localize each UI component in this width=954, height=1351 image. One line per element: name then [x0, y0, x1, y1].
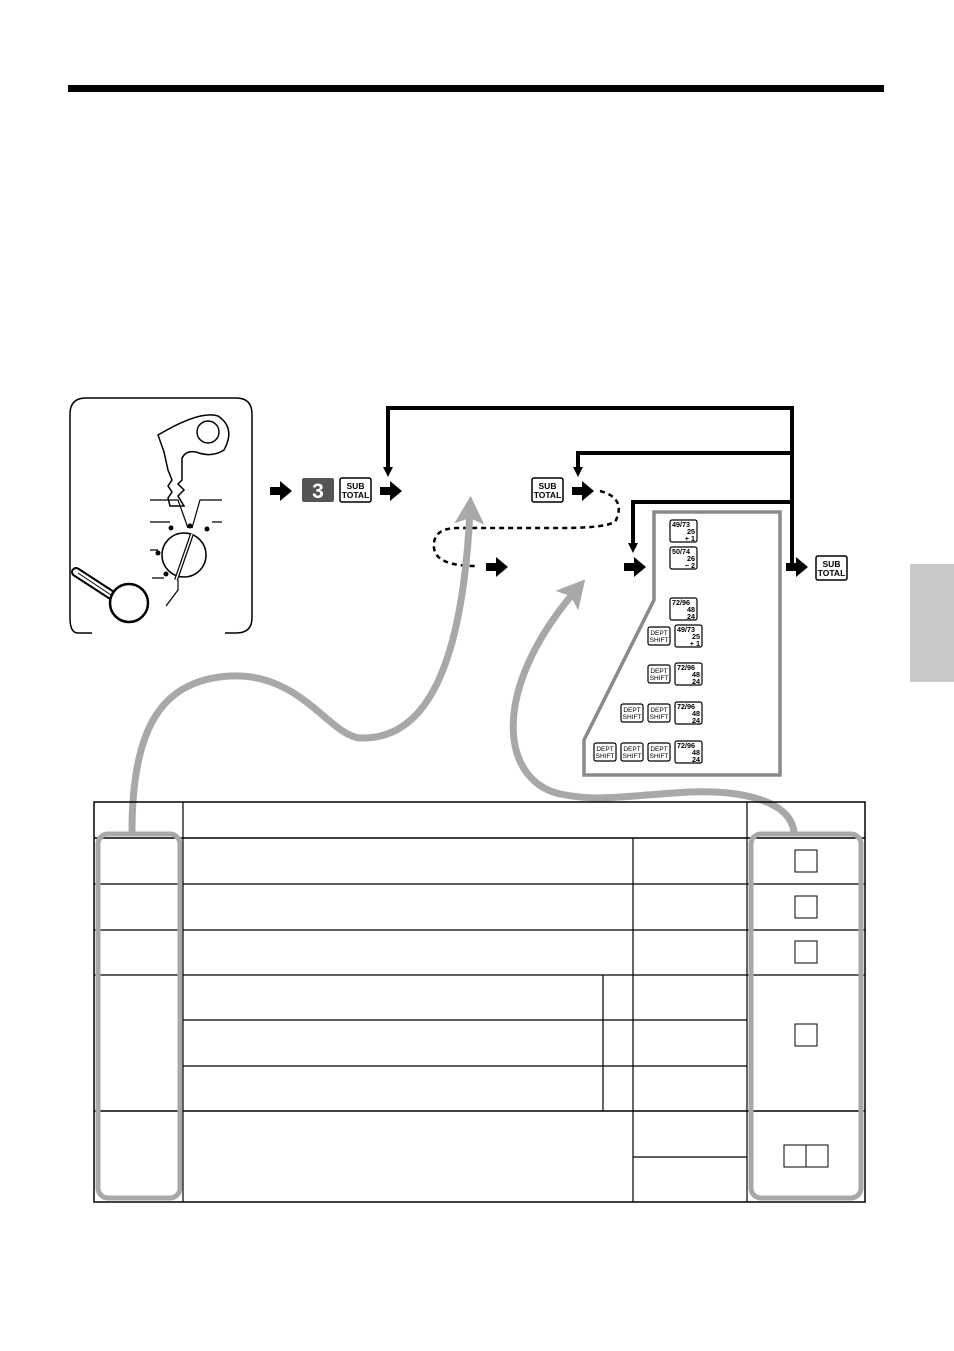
- code-boxes: [783, 849, 829, 1168]
- svg-text:DEPT: DEPT: [650, 668, 667, 675]
- mode-switch-illustration: [69, 397, 253, 634]
- svg-text:SHIFT: SHIFT: [650, 637, 669, 644]
- arrow-icon: [380, 481, 402, 501]
- svg-text:SHIFT: SHIFT: [596, 753, 615, 760]
- magnifier-icon: [71, 567, 150, 624]
- svg-text:+ 1: + 1: [690, 639, 700, 648]
- svg-text:SHIFT: SHIFT: [623, 753, 642, 760]
- svg-text:72/96: 72/96: [677, 702, 695, 711]
- svg-text:SHIFT: SHIFT: [650, 714, 669, 721]
- top-rule: [68, 85, 884, 92]
- svg-text:25: 25: [687, 527, 695, 536]
- code-box: [794, 849, 818, 873]
- svg-text:TOTAL: TOTAL: [818, 568, 846, 578]
- svg-text:SUB: SUB: [347, 481, 365, 491]
- arrow-icon: [270, 481, 292, 501]
- table-highlight-frames: [95, 831, 864, 1201]
- svg-text:26: 26: [687, 554, 695, 563]
- arrow-icon: [486, 557, 508, 577]
- svg-text:72/96: 72/96: [677, 663, 695, 672]
- sequence-start: 3 SUB TOTAL: [270, 477, 402, 503]
- svg-text:SHIFT: SHIFT: [623, 714, 642, 721]
- svg-text:TOTAL: TOTAL: [534, 490, 562, 500]
- svg-text:24: 24: [692, 677, 700, 686]
- svg-text:25: 25: [692, 632, 700, 641]
- subtotal-key-2: SUB TOTAL: [531, 477, 564, 503]
- arrow-icon: [786, 557, 808, 577]
- svg-text:49/73: 49/73: [677, 625, 695, 634]
- sequence-middle: SUB TOTAL: [432, 477, 646, 577]
- svg-text:3: 3: [312, 480, 324, 503]
- svg-text:48: 48: [692, 709, 700, 718]
- arrow-icon: [624, 557, 646, 577]
- svg-text:24: 24: [692, 716, 700, 725]
- code-box: [794, 1023, 818, 1047]
- code-box: [783, 1144, 807, 1168]
- svg-text:24: 24: [687, 612, 695, 621]
- svg-text:DEPT: DEPT: [596, 746, 613, 753]
- key-3: [302, 478, 334, 502]
- subtotal-key-1: SUB TOTAL: [339, 477, 372, 503]
- svg-text:+ 1: + 1: [685, 534, 695, 543]
- svg-text:DEPT: DEPT: [650, 630, 667, 637]
- svg-text:DEPT: DEPT: [650, 707, 667, 714]
- svg-text:72/96: 72/96: [677, 741, 695, 750]
- svg-text:48: 48: [687, 605, 695, 614]
- svg-text:24: 24: [692, 755, 700, 764]
- code-box: [805, 1144, 829, 1168]
- svg-text:− 2: − 2: [685, 561, 695, 570]
- arrow-icon: [572, 481, 594, 501]
- svg-text:50/74: 50/74: [672, 547, 690, 556]
- side-index-tab: [910, 564, 954, 682]
- svg-text:49/73: 49/73: [672, 520, 690, 529]
- svg-text:DEPT: DEPT: [623, 707, 640, 714]
- svg-text:TOTAL: TOTAL: [342, 490, 370, 500]
- gray-connector-loops: [128, 496, 798, 836]
- svg-text:SHIFT: SHIFT: [650, 753, 669, 760]
- code-box: [794, 940, 818, 964]
- svg-text:SUB: SUB: [823, 559, 841, 569]
- key-icon: [157, 414, 230, 507]
- svg-text:SHIFT: SHIFT: [650, 675, 669, 682]
- code-box: [794, 895, 818, 919]
- settings-table: [93, 801, 866, 1203]
- subtotal-key-3: SUB TOTAL: [815, 555, 848, 581]
- feedback-lines: [383, 406, 794, 566]
- svg-text:DEPT: DEPT: [650, 746, 667, 753]
- svg-text:48: 48: [692, 670, 700, 679]
- mode-dial-icon: [150, 499, 222, 607]
- svg-text:DEPT: DEPT: [623, 746, 640, 753]
- svg-text:SUB: SUB: [539, 481, 557, 491]
- svg-text:72/96: 72/96: [672, 598, 690, 607]
- svg-text:48: 48: [692, 748, 700, 757]
